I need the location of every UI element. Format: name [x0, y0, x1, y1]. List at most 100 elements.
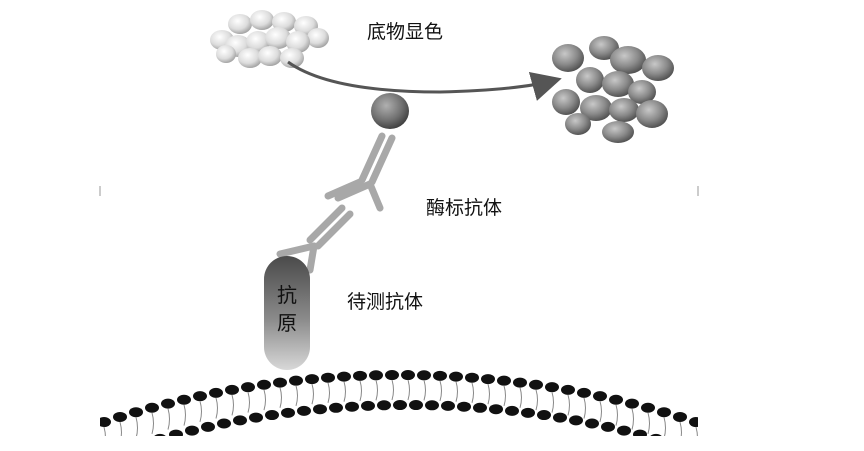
lipid-head: [161, 398, 175, 409]
lipid-head: [593, 391, 607, 402]
lipid-head: [641, 402, 655, 413]
lipid-tail: [567, 394, 570, 416]
lipid-head: [449, 371, 463, 382]
lipid-head: [129, 407, 143, 418]
lipid-head: [100, 417, 111, 428]
product-cluster: [552, 36, 674, 143]
lipid-head: [465, 372, 479, 383]
lipid-head: [545, 382, 559, 393]
lipid-head: [657, 407, 671, 418]
lipid-tail: [199, 401, 202, 423]
lipid-head: [225, 384, 239, 395]
lipid-tail: [407, 379, 410, 401]
lipid-tail: [311, 383, 314, 405]
lipid-head: [265, 410, 279, 421]
lipid-tail: [471, 382, 474, 403]
lipid-head: [553, 412, 567, 423]
lipid-head: [297, 405, 311, 416]
lipid-tail: [375, 380, 378, 401]
lipid-tail: [359, 380, 362, 402]
lipid-head: [689, 417, 698, 428]
lipid-head: [617, 425, 631, 436]
lipid-tail: [343, 381, 346, 402]
lipid-head: [217, 418, 231, 429]
lipid-head: [393, 400, 407, 411]
lipid-tail: [615, 404, 618, 426]
lipid-head: [233, 415, 247, 426]
lipid-head: [337, 371, 351, 382]
lipid-head: [193, 391, 207, 402]
lipid-head: [457, 401, 471, 412]
lipid-head: [209, 387, 223, 398]
lipid-tail: [183, 404, 186, 426]
lipid-tail: [247, 392, 250, 413]
lipid-head: [361, 400, 375, 411]
lipid-tail: [519, 387, 522, 408]
lipid-head: [425, 400, 439, 411]
lipid-head: [537, 410, 551, 421]
lipid-head: [473, 402, 487, 413]
lipid-head: [313, 404, 327, 415]
lipid-head: [569, 415, 583, 426]
lipid-tail: [167, 408, 170, 430]
lipid-head: [289, 375, 303, 386]
lipid-head: [433, 370, 447, 381]
lipid-tail: [215, 397, 218, 419]
enzyme: [371, 93, 409, 129]
lipid-tail: [551, 392, 554, 413]
lipid-head: [401, 370, 415, 381]
lipid-head: [497, 375, 511, 386]
lipid-tail: [391, 379, 394, 401]
lipid-head: [257, 379, 271, 390]
lipid-head: [345, 401, 359, 412]
lipid-head: [377, 400, 391, 411]
antigen: 抗 原: [264, 256, 310, 370]
lipid-head: [505, 405, 519, 416]
lipid-head: [329, 402, 343, 413]
lipid-head: [481, 374, 495, 385]
lipid-head: [529, 379, 543, 390]
lipid-tail: [599, 401, 602, 423]
panel-bottom-mask: [0, 436, 864, 451]
reaction-arrow: [287, 60, 562, 101]
lipid-tail: [135, 417, 138, 439]
lipid-head: [385, 370, 399, 381]
lipid-head: [577, 387, 591, 398]
test-antibody: [276, 204, 354, 274]
antigen-label-line1: 抗: [277, 283, 297, 307]
lipid-head: [489, 404, 503, 415]
lipid-head: [305, 374, 319, 385]
lipid-head: [601, 421, 615, 432]
lipid-head: [113, 411, 127, 422]
lipid-tail: [327, 382, 330, 403]
lipid-tail: [231, 394, 234, 416]
lipid-tail: [503, 385, 506, 407]
lipid-head: [241, 382, 255, 393]
lipid-head: [513, 377, 527, 388]
lipid-head: [521, 407, 535, 418]
lipid-tail: [487, 383, 490, 405]
lipid-head: [145, 402, 159, 413]
test-antibody-label: 待测抗体: [347, 291, 423, 313]
lipid-head: [249, 412, 263, 423]
lipid-tail: [151, 412, 154, 435]
lipid-head: [281, 407, 295, 418]
substrate-cluster: [210, 10, 329, 68]
substrate-label: 底物显色: [367, 21, 443, 43]
lipid-tail: [631, 408, 634, 430]
lipid-head: [561, 384, 575, 395]
lipid-tail: [279, 387, 282, 408]
lipid-tail: [583, 397, 586, 419]
lipid-tail: [423, 380, 426, 401]
lipid-head: [409, 400, 423, 411]
lipid-tail: [647, 412, 650, 435]
lipid-head: [321, 372, 335, 383]
lipid-tail: [439, 380, 442, 402]
lipid-head: [369, 370, 383, 381]
lipid-tail: [535, 389, 538, 411]
lipid-head: [177, 394, 191, 405]
lipid-head: [417, 370, 431, 381]
enzyme-antibody-label: 酶标抗体: [426, 197, 502, 219]
lipid-head: [673, 411, 687, 422]
